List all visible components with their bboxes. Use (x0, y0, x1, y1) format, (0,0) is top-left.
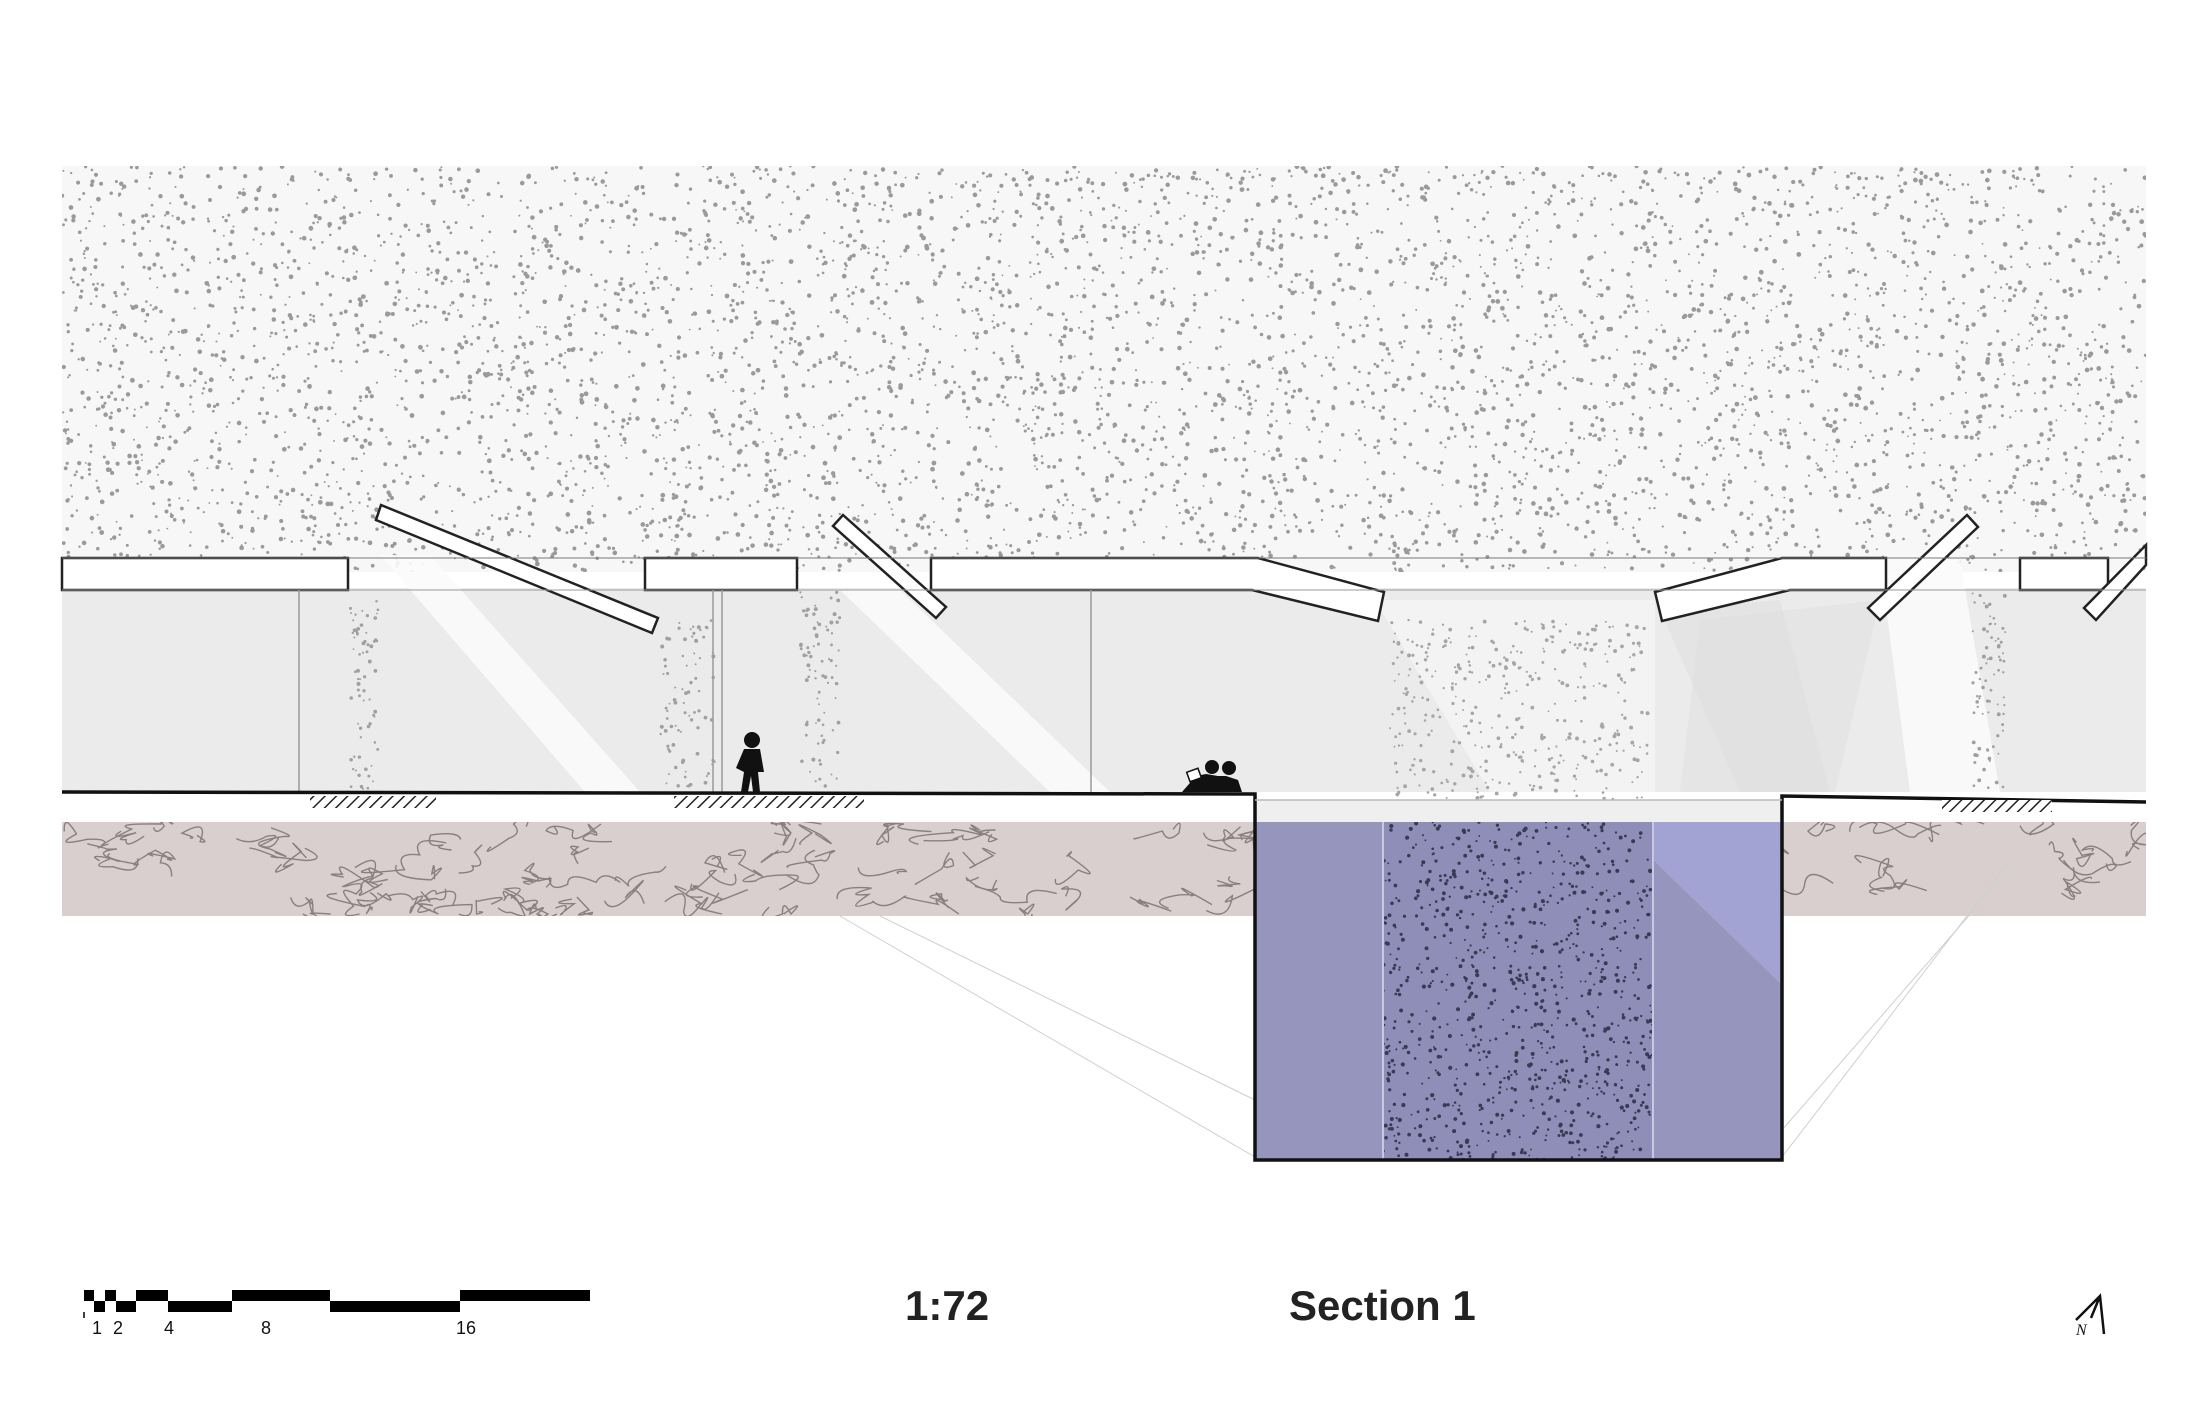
seated-people-icon (1182, 760, 1242, 792)
construction-lines (839, 859, 2011, 1158)
tilted-roof-panel (1866, 513, 1980, 622)
north-arrow-icon (2075, 1293, 2106, 1335)
water-pool (1255, 800, 1782, 1160)
walking-person-icon (736, 732, 764, 792)
tilted-roof-panel (374, 503, 660, 635)
north-label: N (2076, 1322, 2087, 1339)
scale-label-16: 16 (456, 1318, 477, 1338)
scale-ratio: 1:72 (905, 1282, 990, 1329)
column-lines (298, 590, 1092, 792)
light-beams (380, 555, 2000, 792)
stipple-mass (62, 166, 2146, 572)
roof-slabs (60, 503, 2148, 635)
roof-slab (643, 556, 799, 592)
scale-label-4: 4 (164, 1318, 175, 1338)
scale-label-8: 8 (261, 1318, 272, 1338)
section-outline (61, 790, 2147, 1162)
roof-slab (60, 556, 350, 592)
scale-label-1: 1 (92, 1318, 103, 1338)
floor-hatches (310, 796, 2052, 812)
soil-layer (62, 822, 2146, 916)
stipple-light-columns (348, 590, 2007, 801)
scale-bar (83, 1290, 590, 1318)
scale-label-2: 2 (113, 1318, 124, 1338)
roof-slab (2018, 556, 2110, 592)
tilted-roof-panel (831, 513, 948, 620)
section-title: Section 1 (1289, 1282, 1476, 1329)
